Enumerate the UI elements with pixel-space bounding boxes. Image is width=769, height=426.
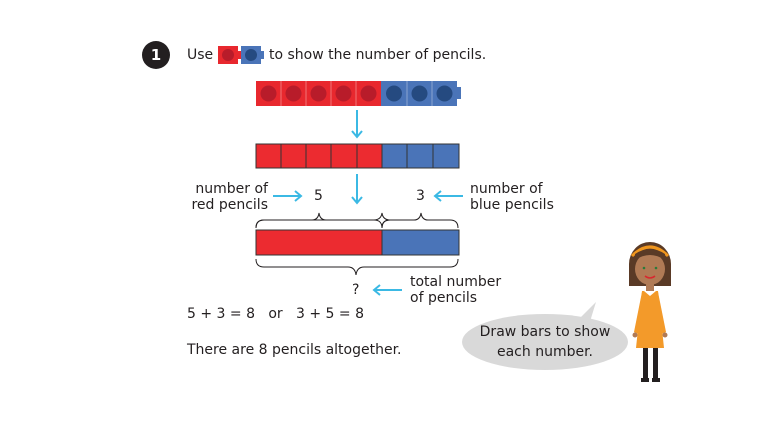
speech-line2: each number. xyxy=(496,344,594,360)
question-number-badge: 1 xyxy=(142,41,170,69)
blue-bar xyxy=(381,229,460,256)
blue-value: 3 xyxy=(416,188,425,204)
red-bar xyxy=(255,229,383,256)
arrow-down-icon xyxy=(351,110,363,139)
total-value: ? xyxy=(352,282,360,298)
top-braces xyxy=(255,212,459,229)
red-pencils-label-line2: red pencils xyxy=(191,197,268,213)
blue-pencils-label-line1: number of xyxy=(470,181,543,197)
arrow-left-icon xyxy=(372,284,402,296)
question-prefix: Use xyxy=(187,47,214,63)
girl-character-illustration xyxy=(629,242,671,382)
total-label-line2: of pencils xyxy=(410,290,478,306)
speech-bubble: Draw bars to show each number. xyxy=(462,314,628,370)
arrow-left-icon xyxy=(433,190,463,202)
speech-line1: Draw bars to show xyxy=(479,324,611,340)
linking-cubes-icon xyxy=(218,46,264,64)
red-pencils-label-line1: number of xyxy=(195,181,268,197)
total-label-line1: total number xyxy=(410,274,502,290)
equation: 5 + 3 = 8 or 3 + 5 = 8 xyxy=(187,306,364,322)
bottom-brace xyxy=(255,258,459,276)
unit-squares-row xyxy=(255,143,460,169)
question-text: to show the number of pencils. xyxy=(269,47,487,63)
cube-train xyxy=(256,81,461,106)
blue-pencils-label-line2: blue pencils xyxy=(470,197,554,213)
red-value: 5 xyxy=(314,188,323,204)
conclusion-text: There are 8 pencils altogether. xyxy=(187,342,402,358)
bar-model xyxy=(255,229,460,256)
arrow-down-icon xyxy=(351,174,363,205)
arrow-right-icon xyxy=(273,190,303,202)
